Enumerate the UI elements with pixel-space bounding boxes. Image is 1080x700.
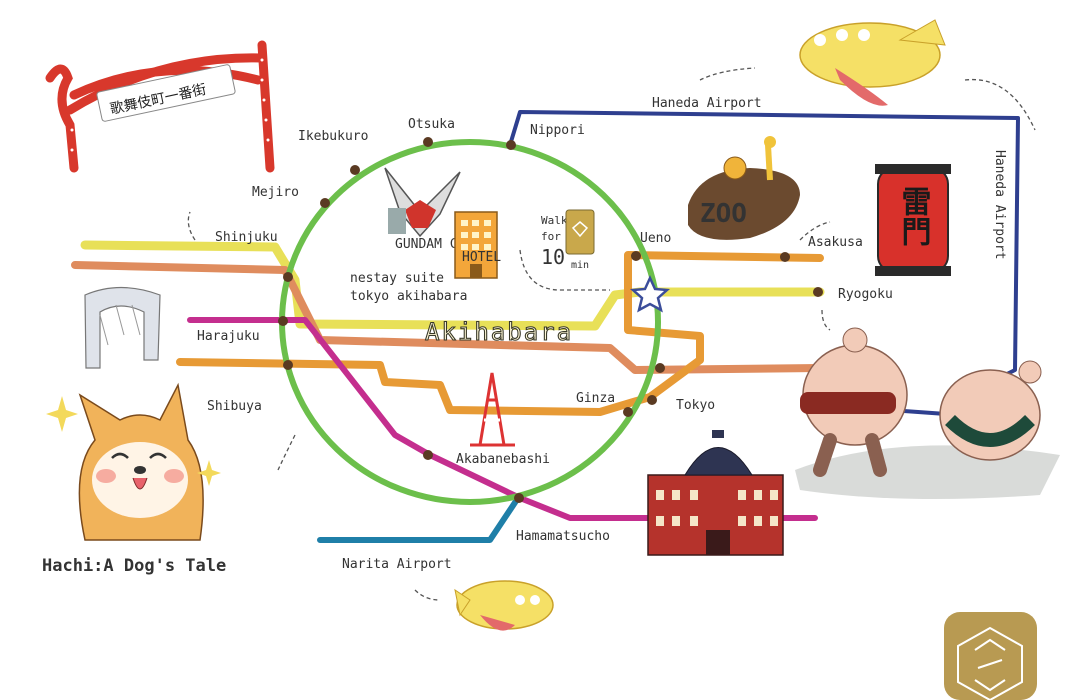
walk-arrow-icon <box>519 249 610 291</box>
otsuka-dot[interactable] <box>423 137 433 147</box>
center-station-title: Akihabara <box>425 318 573 346</box>
label-ikebukuro[interactable]: Ikebukuro <box>298 129 368 144</box>
label-ginza[interactable]: Ginza <box>576 391 615 406</box>
asakusa-dot[interactable] <box>780 252 790 262</box>
hotel-logo-badge-icon[interactable] <box>944 612 1037 700</box>
pointer-arrows <box>187 67 1036 601</box>
ueno-dot[interactable] <box>631 251 641 261</box>
label-haneda-airport-side[interactable]: Haneda Airport <box>992 150 1007 260</box>
walk-minutes: 10 <box>541 245 565 269</box>
shinjuku-dot[interactable] <box>283 272 293 282</box>
hotel-sign: HOTEL <box>462 250 501 265</box>
airplane-bottom-icon <box>454 580 554 631</box>
movie-caption: Hachi:A Dog's Tale <box>42 556 226 576</box>
nippori-dot[interactable] <box>506 140 516 150</box>
label-haneda-airport-top[interactable]: Haneda Airport <box>652 96 762 111</box>
tokyo-station-building-icon <box>647 430 784 556</box>
label-narita-airport[interactable]: Narita Airport <box>342 557 452 572</box>
lantern-text: 雷門 <box>896 186 931 246</box>
ryogoku-dot[interactable] <box>813 287 823 297</box>
station-dots <box>278 137 823 503</box>
akihabara-star-icon[interactable] <box>629 274 671 313</box>
akabanebashi-dot[interactable] <box>423 450 433 460</box>
harajuku-dot[interactable] <box>278 316 288 326</box>
ikebukuro-dot[interactable] <box>350 165 360 175</box>
label-akabanebashi[interactable]: Akabanebashi <box>456 452 550 467</box>
tokyo-dot[interactable] <box>647 395 657 405</box>
tokyo-dot-2[interactable] <box>655 363 665 373</box>
label-ueno[interactable]: Ueno <box>640 231 671 246</box>
airplane-top-icon <box>799 19 946 106</box>
walk-unit: min <box>571 260 589 271</box>
label-shibuya[interactable]: Shibuya <box>207 399 262 414</box>
zoo-text: ZOO <box>700 199 747 229</box>
hotel-building-icon <box>454 211 498 279</box>
label-otsuka[interactable]: Otsuka <box>408 117 455 132</box>
shrine-gate-icon <box>84 286 161 369</box>
label-nippori[interactable]: Nippori <box>530 123 585 138</box>
kabukicho-dots <box>70 58 270 152</box>
station-labels: Otsuka Nippori Ikebukuro Mejiro Shinjuku… <box>197 96 1007 572</box>
label-hamamatsucho[interactable]: Hamamatsucho <box>516 529 610 544</box>
narita-line <box>317 495 521 543</box>
label-shinjuku[interactable]: Shinjuku <box>215 230 278 245</box>
walk-text-line2: for <box>541 230 561 243</box>
sparkle-icons <box>46 396 221 486</box>
gundam-cafe-icon <box>384 167 461 238</box>
hotel-name-line1: nestay suite <box>350 271 444 286</box>
ginza-dot[interactable] <box>623 407 633 417</box>
shibuya-dot[interactable] <box>283 360 293 370</box>
kaminarimon-lantern-icon: 雷門 <box>875 164 951 276</box>
label-harajuku[interactable]: Harajuku <box>197 329 260 344</box>
label-tokyo[interactable]: Tokyo <box>676 398 715 413</box>
salmon-line <box>71 261 824 374</box>
hamamatsucho-dot[interactable] <box>514 493 524 503</box>
hotel-name-line2: tokyo akihabara <box>350 289 467 304</box>
walk-text-line1: Walk <box>541 214 568 227</box>
shiba-dog-icon <box>78 382 204 541</box>
kabukicho-arch-icon <box>45 40 275 173</box>
orange-line <box>176 251 824 416</box>
hotel-card-icon <box>565 209 595 255</box>
sumo-wrestlers-icon <box>795 327 1060 499</box>
mejiro-dot[interactable] <box>320 198 330 208</box>
label-mejiro[interactable]: Mejiro <box>252 185 299 200</box>
tokyo-tower-icon <box>470 372 515 447</box>
label-ryogoku[interactable]: Ryogoku <box>838 287 893 302</box>
label-asakusa[interactable]: Asakusa <box>808 235 863 250</box>
zoo-sign-icon: ZOO <box>688 136 800 240</box>
